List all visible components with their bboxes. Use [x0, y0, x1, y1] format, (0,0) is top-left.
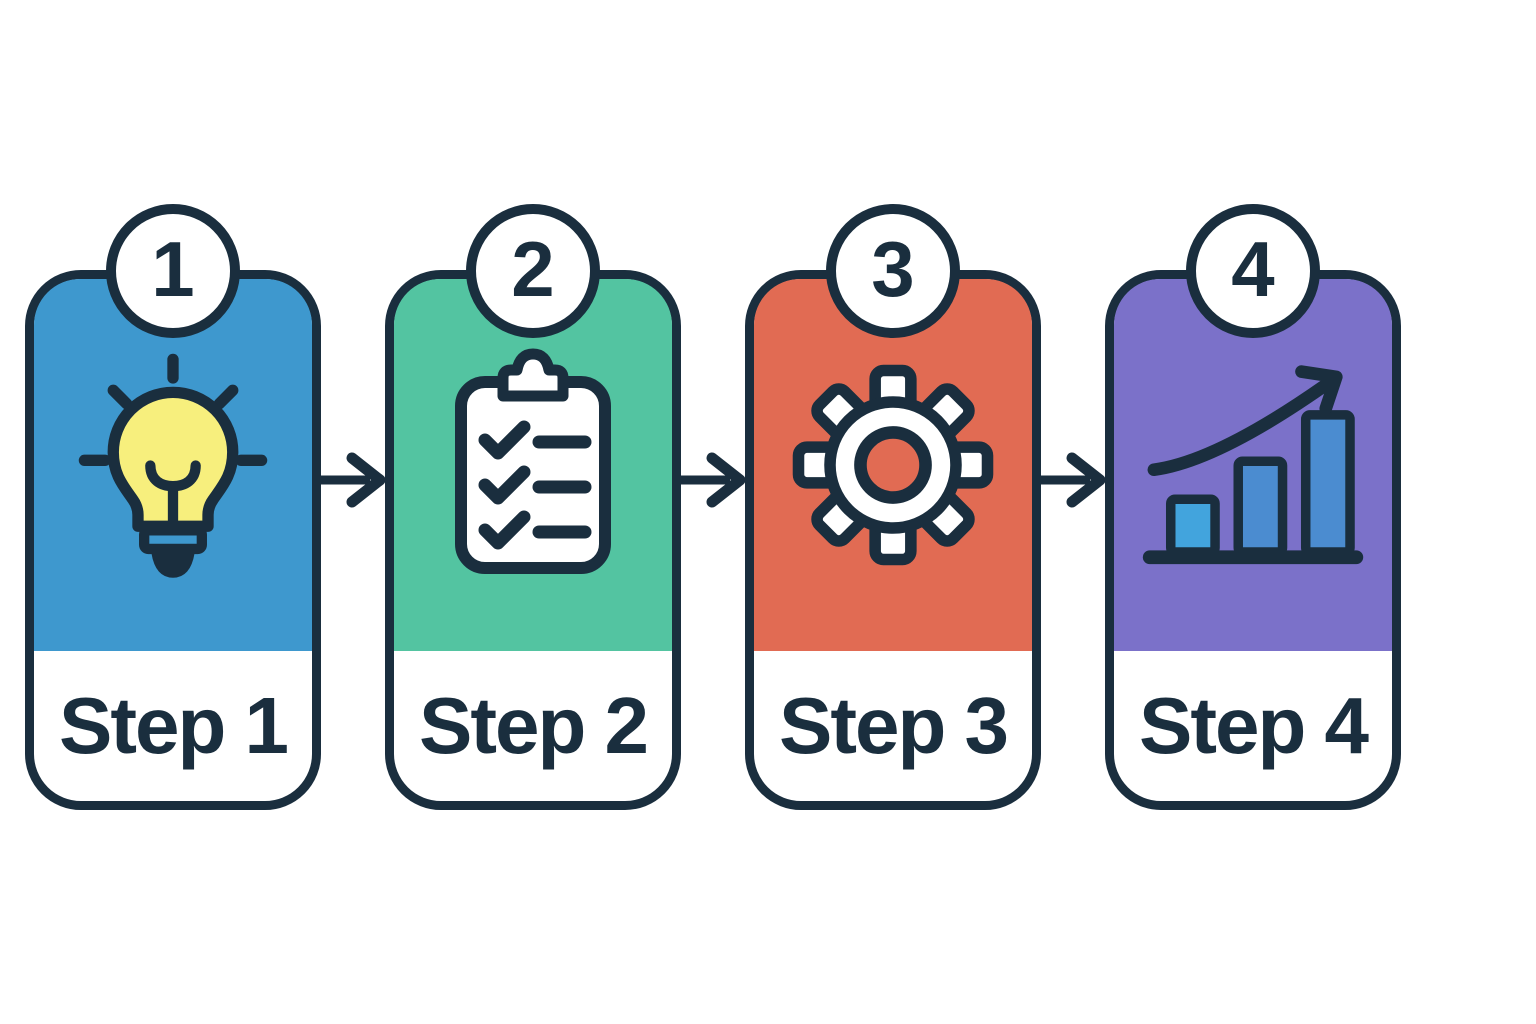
right-arrow-icon [679, 452, 746, 508]
step-card-1: 1 Step 1 [25, 204, 321, 810]
step-3-number: 3 [871, 225, 915, 313]
step-card-2: 2 Step 2 [385, 204, 681, 810]
step-2-number: 2 [511, 225, 555, 313]
step-3-color-panel [754, 279, 1032, 651]
step-4-label: Step 4 [1138, 681, 1369, 770]
clipboard-checklist-icon [455, 348, 611, 574]
flow-arrow-3 [1038, 448, 1108, 512]
step-card-3: 3 Step 3 [745, 204, 1041, 810]
gear-hole [854, 426, 932, 504]
step-4-number-badge: 4 [1186, 204, 1320, 338]
flow-arrow-1 [318, 448, 388, 512]
lightbulb-icon [78, 353, 268, 578]
growth-arrow [1147, 364, 1343, 476]
step-1-number-badge: 1 [106, 204, 240, 338]
step-card-4: 4 Step 4 [1105, 204, 1401, 810]
bulb-neck [139, 524, 207, 554]
step-1-number: 1 [151, 225, 195, 313]
step-2-number-badge: 2 [466, 204, 600, 338]
right-arrow-icon [1039, 452, 1106, 508]
step-4-number: 4 [1231, 225, 1275, 313]
growth-chart-icon [1142, 364, 1364, 564]
chart-bar-1 [1166, 494, 1220, 557]
gear-icon [792, 364, 994, 566]
step-3-label: Step 3 [778, 681, 1009, 770]
chart-bar-2 [1233, 456, 1288, 557]
bulb-filament [145, 459, 201, 531]
bulb-base [151, 552, 195, 578]
flow-arrow-2 [678, 448, 748, 512]
right-arrow-icon [319, 452, 386, 508]
clipboard-clip [497, 348, 569, 402]
chart-bar-3 [1300, 409, 1355, 557]
step-1-color-panel [34, 279, 312, 651]
step-4-color-panel [1114, 279, 1392, 651]
step-1-label: Step 1 [58, 681, 289, 770]
clipboard-body [455, 376, 611, 574]
step-2-color-panel [394, 279, 672, 651]
checklist-rows [478, 420, 592, 550]
step-2-label: Step 2 [418, 681, 649, 770]
step-3-number-badge: 3 [826, 204, 960, 338]
